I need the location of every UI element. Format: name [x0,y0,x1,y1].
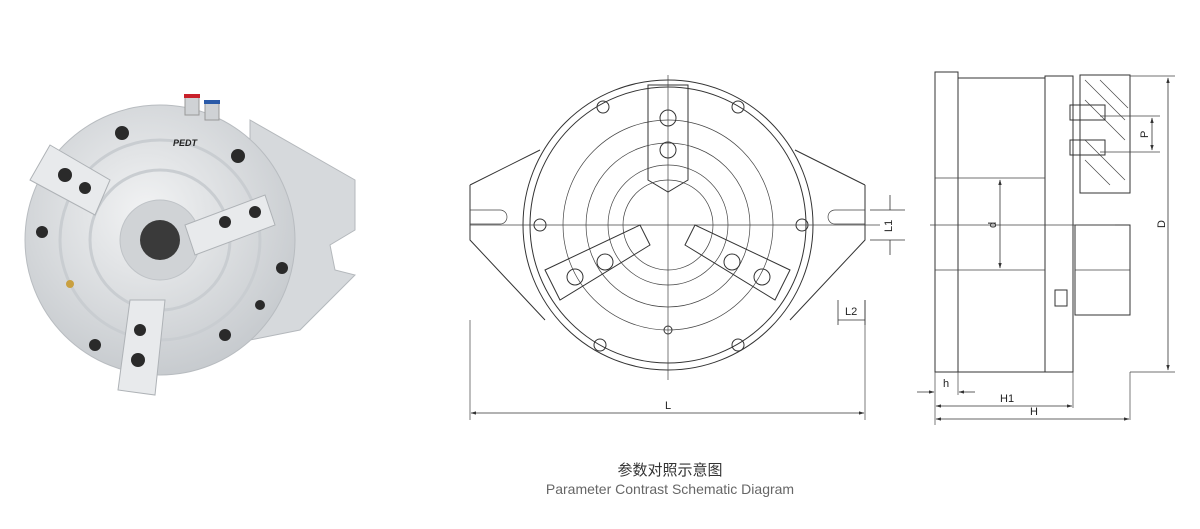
front-jaw-left [544,224,651,301]
center-bore [140,220,180,260]
jaw-section [1079,74,1131,194]
fitting-red-icon [184,94,200,98]
jaw-2 [184,194,276,256]
label-d: d [987,222,999,228]
logo: PEDT [173,138,199,148]
label-H1: H1 [1000,393,1014,405]
label-L1: L1 [883,220,895,232]
label-P: P [1139,131,1151,138]
front-jaw-right [684,224,791,301]
label-L: L [665,400,671,412]
fitting-blue-icon [204,100,220,104]
label-h: h [943,378,949,390]
chuck-photo: PEDT [24,94,356,396]
front-view-drawing: L L1 L2 [469,75,905,420]
bolts [36,126,288,351]
side-view-drawing: d D P h H1 H [917,71,1175,425]
label-H: H [1030,406,1038,418]
caption-english: Parameter Contrast Schematic Diagram [545,481,795,497]
front-jaw-top [647,84,689,193]
jaw-1 [29,144,111,216]
jaw-3 [117,299,166,396]
label-D: D [1156,220,1168,228]
caption-chinese: 参数对照示意图 [617,462,723,479]
label-L2: L2 [845,306,857,318]
